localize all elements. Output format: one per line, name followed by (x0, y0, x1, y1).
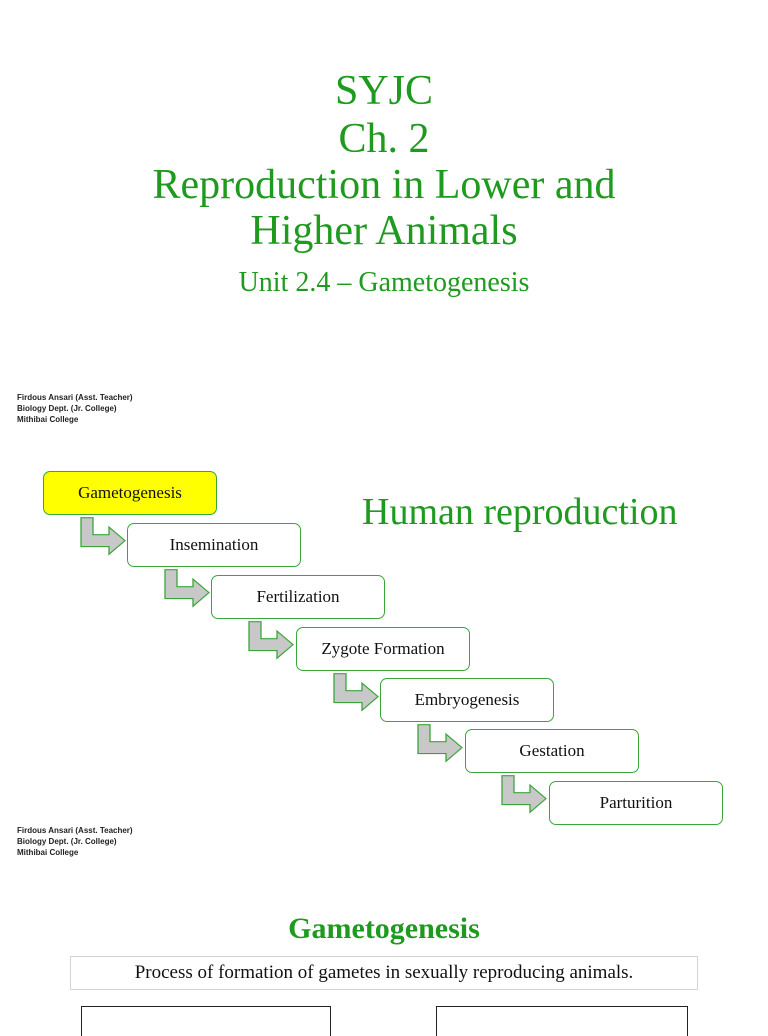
credit-line: Mithibai College (17, 848, 79, 857)
credit-line: Biology Dept. (Jr. College) (17, 404, 117, 413)
slide-subtitle: Unit 2.4 – Gametogenesis (238, 267, 530, 298)
definition-box: Process of formation of gametes in sexua… (70, 956, 698, 990)
step-box-zygote-formation: Zygote Formation (296, 627, 470, 671)
slide-heading: Human reproduction (362, 491, 678, 533)
slide-title-line: Reproduction in Lower and (152, 162, 616, 208)
slide-title-line: SYJC (334, 68, 434, 114)
credit-line: Firdous Ansari (Asst. Teacher) (17, 826, 133, 835)
step-box-gestation: Gestation (465, 729, 639, 773)
gametogenesis-slide: Gametogenesis Process of formation of ga… (0, 874, 768, 1036)
bent-arrow-icon (417, 724, 463, 763)
bent-arrow-icon (248, 621, 294, 660)
step-box-parturition: Parturition (549, 781, 723, 825)
author-credit: Firdous Ansari (Asst. Teacher) Biology D… (17, 392, 133, 425)
author-credit: Firdous Ansari (Asst. Teacher) Biology D… (17, 825, 133, 858)
content-box-right (436, 1006, 688, 1036)
bent-arrow-icon (164, 569, 210, 608)
content-box-left (81, 1006, 331, 1036)
credit-line: Mithibai College (17, 415, 79, 424)
credit-line: Biology Dept. (Jr. College) (17, 837, 117, 846)
title-slide: SYJC Ch. 2 Reproduction in Lower and Hig… (0, 0, 768, 440)
step-box-fertilization: Fertilization (211, 575, 385, 619)
credit-line: Firdous Ansari (Asst. Teacher) (17, 393, 133, 402)
step-box-insemination: Insemination (127, 523, 301, 567)
bent-arrow-icon (80, 517, 126, 556)
human-reproduction-slide: Human reproduction Gametogenesis Insemin… (0, 440, 768, 874)
step-box-gametogenesis: Gametogenesis (43, 471, 217, 515)
bent-arrow-icon (333, 673, 379, 712)
slide-heading: Gametogenesis (288, 912, 480, 945)
slide-title-line: Higher Animals (250, 208, 518, 254)
step-box-embryogenesis: Embryogenesis (380, 678, 554, 722)
bent-arrow-icon (501, 775, 547, 814)
slide-title-line: Ch. 2 (338, 116, 430, 162)
